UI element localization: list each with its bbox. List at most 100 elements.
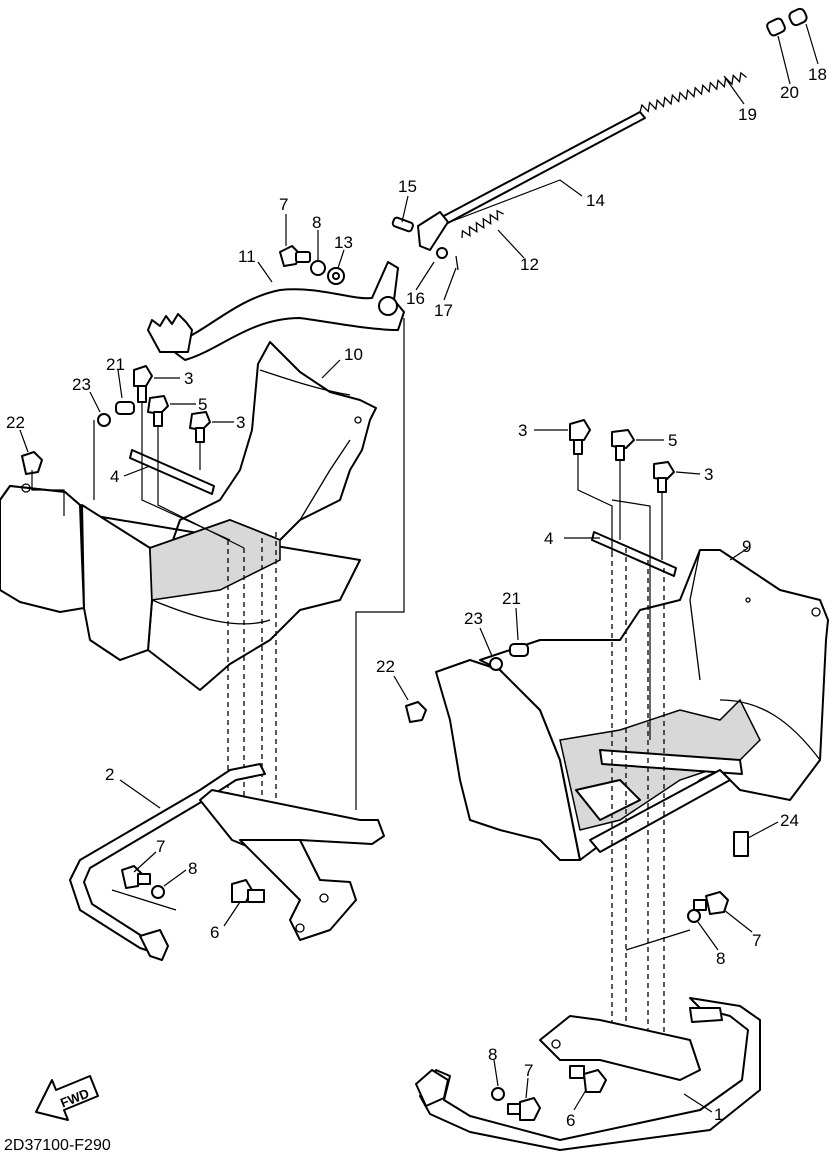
collar-13-hole — [332, 272, 340, 280]
callout-5-b: 5 — [668, 431, 677, 450]
frame-right-end — [415, 1069, 449, 1107]
frame-hole-1 — [319, 893, 329, 903]
callout-3-d: 3 — [704, 465, 713, 484]
lead-6b — [573, 1089, 587, 1111]
brake-pedal-arm — [164, 261, 405, 361]
pivot-line — [355, 318, 405, 810]
rline-d — [611, 499, 651, 740]
callout-11: 11 — [238, 247, 256, 266]
washer-8-bottom — [491, 1087, 505, 1101]
lead-10 — [321, 359, 341, 379]
bolt-6-right-shank — [569, 1065, 585, 1079]
right-fasteners — [405, 419, 749, 857]
lead-21b — [515, 607, 519, 641]
bolt-3c-shank — [573, 439, 583, 455]
bolt-3d-shank — [657, 477, 667, 493]
line-d — [157, 426, 245, 549]
washer-8-right — [687, 909, 701, 923]
right-hole-small — [745, 597, 751, 603]
callout-14: 14 — [586, 191, 605, 210]
right-contour — [719, 699, 821, 761]
right-assembly-lines — [577, 454, 691, 1048]
label-24 — [733, 831, 749, 857]
lead-frame-l — [111, 889, 177, 911]
lead-8c — [493, 1059, 499, 1087]
bolt-3b-shank — [195, 427, 205, 443]
callout-20: 20 — [780, 83, 799, 102]
washer-8-left — [151, 885, 165, 899]
lead-7b — [723, 909, 753, 933]
right-tread-block — [575, 779, 641, 821]
left-fasteners — [21, 365, 215, 495]
lead-8a — [163, 869, 187, 887]
callout-22-a: 22 — [6, 413, 25, 432]
callout-3-a: 3 — [184, 369, 193, 388]
nut-22 — [21, 451, 43, 475]
callout-8-b: 8 — [188, 859, 197, 878]
bolt-7-bottom-head — [519, 1097, 541, 1121]
washer-23 — [97, 413, 111, 427]
lead-4a — [123, 465, 151, 477]
callout-17: 17 — [434, 301, 453, 320]
lead-13 — [337, 249, 345, 269]
bolt-5-shank — [153, 411, 163, 427]
brake-pedal — [147, 245, 405, 361]
callout-23-a: 23 — [72, 375, 91, 394]
frame-hole-2 — [295, 923, 305, 933]
lead-7a — [133, 851, 157, 873]
cotter-pin — [455, 255, 459, 271]
bolt-3d-head — [653, 461, 675, 481]
bolt-3-head — [133, 365, 153, 387]
callout-6-a: 6 — [210, 923, 219, 942]
bolt-21 — [115, 401, 135, 415]
callout-6-b: 6 — [566, 1111, 575, 1130]
brake-arm — [417, 211, 449, 251]
callout-18: 18 — [808, 65, 827, 84]
bolt-7-right-head — [705, 891, 729, 915]
lead-22b — [393, 675, 409, 701]
right-tube-top — [599, 749, 743, 775]
left-side-edge — [299, 439, 351, 521]
left-bracket-4 — [129, 449, 215, 495]
bolt-21b — [509, 643, 529, 657]
rline-a — [577, 454, 613, 552]
callout-24: 24 — [780, 811, 799, 830]
lead-8b — [697, 921, 719, 951]
bolt-7-right-shank — [693, 899, 707, 911]
left-assembly-lines — [31, 318, 405, 840]
lead-6a — [223, 901, 241, 927]
brake-rod-assembly — [391, 7, 808, 271]
brake-rod — [439, 111, 646, 225]
callout-13: 13 — [334, 233, 353, 252]
callout-7-d: 7 — [524, 1061, 533, 1080]
lead-14 — [449, 179, 583, 223]
callout-8-a: 8 — [312, 213, 321, 232]
right-inner-edge — [689, 549, 701, 681]
lead-18 — [805, 23, 819, 65]
right-bracket-4 — [591, 531, 677, 577]
rod-spring — [639, 71, 747, 113]
left-hole — [21, 483, 31, 493]
lead-1 — [683, 1093, 713, 1113]
callout-23-b: 23 — [464, 609, 483, 628]
frame-tube-left — [69, 763, 266, 951]
lead-15 — [401, 195, 409, 223]
pin — [391, 216, 414, 233]
bolt-6-right-head — [583, 1069, 607, 1093]
rod-joint — [766, 17, 786, 37]
callout-19: 19 — [738, 105, 757, 124]
callout-labels: 1 2 3 3 3 3 4 4 5 5 6 6 7 7 7 7 8 8 8 8 … — [6, 65, 827, 1130]
bolt-5-head — [147, 395, 169, 415]
callout-3-b: 3 — [236, 413, 245, 432]
line-b — [31, 470, 65, 516]
frame-bracket — [239, 839, 357, 941]
lead-20 — [777, 35, 791, 85]
bolt-3-shank — [137, 385, 147, 403]
frame-right-stub — [689, 1007, 723, 1023]
bolt-5b-head — [611, 429, 635, 449]
nut-22b — [405, 701, 427, 723]
pivot-boss — [378, 296, 398, 316]
frame-left-end — [139, 929, 169, 961]
right-hole — [354, 416, 362, 424]
